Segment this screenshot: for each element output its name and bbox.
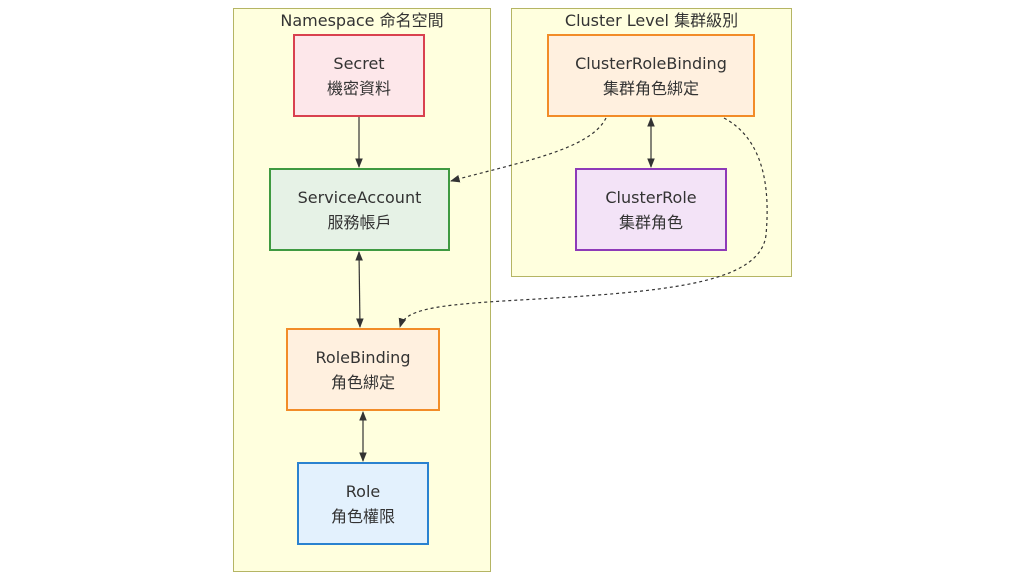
node-cluster-role-binding-desc: 集群角色綁定	[602, 78, 699, 98]
node-cluster-role-desc: 集群角色	[618, 212, 683, 232]
node-role[interactable]: Role 角色權限	[297, 462, 429, 545]
node-secret-name: Secret	[333, 53, 385, 73]
node-role-binding[interactable]: RoleBinding 角色綁定	[286, 328, 440, 411]
edge-serviceaccount-rolebinding	[355, 251, 364, 328]
node-service-account-desc: 服務帳戶	[327, 212, 392, 232]
node-service-account[interactable]: ServiceAccount 服務帳戶	[269, 168, 450, 251]
node-role-desc: 角色權限	[330, 506, 395, 526]
node-cluster-role-name: ClusterRole	[605, 187, 697, 207]
edge-clusterrolebinding-to-serviceaccount	[450, 117, 607, 183]
namespace-cluster-title: Namespace 命名空間	[280, 11, 444, 30]
node-role-binding-name: RoleBinding	[315, 347, 411, 367]
node-cluster-role-binding-name: ClusterRoleBinding	[575, 53, 727, 73]
node-role-name: Role	[345, 481, 381, 501]
edge-clusterrolebinding-to-rolebinding	[398, 117, 768, 328]
node-secret-desc: 機密資料	[326, 78, 391, 98]
node-cluster-role-binding[interactable]: ClusterRoleBinding 集群角色綁定	[547, 34, 755, 117]
node-secret[interactable]: Secret 機密資料	[293, 34, 425, 117]
node-cluster-role[interactable]: ClusterRole 集群角色	[575, 168, 727, 251]
node-service-account-name: ServiceAccount	[297, 187, 422, 207]
cluster-level-cluster-title: Cluster Level 集群級別	[564, 11, 739, 30]
node-role-binding-desc: 角色綁定	[330, 372, 395, 392]
